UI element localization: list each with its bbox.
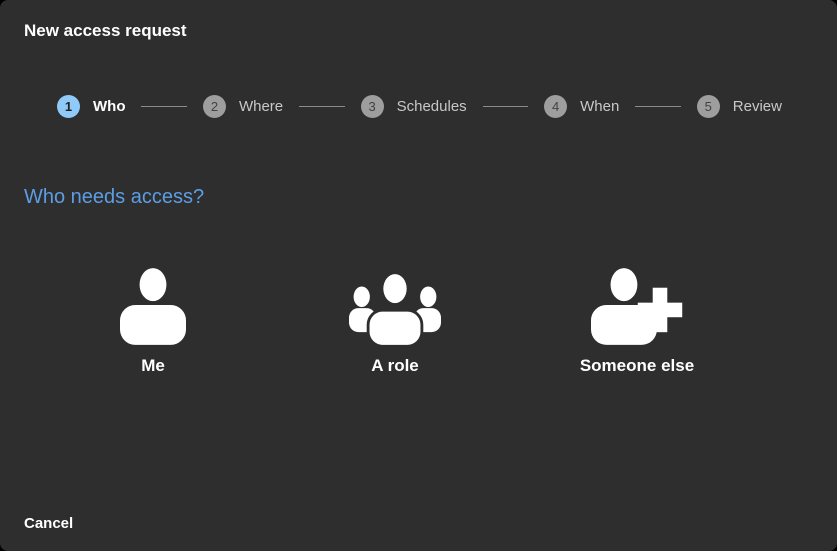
step-number-badge: 1 [57,95,80,118]
step-who[interactable]: 1 Who [57,95,125,118]
option-label: Me [141,356,165,375]
step-review[interactable]: 5 Review [696,95,782,118]
step-number-badge: 5 [696,95,720,118]
step-label: When [580,98,620,115]
step-number-badge: 4 [544,95,568,118]
access-options: Me A role [53,268,813,377]
step-connector [141,106,187,107]
group-icon [349,268,441,345]
person-icon [120,268,186,345]
wizard-stepper: 1 Who 2 Where 3 Schedules 4 When 5 Revie… [57,95,782,118]
step-label: Review [732,98,782,115]
option-label: Someone else [579,356,695,375]
person-add-icon [591,268,683,345]
step-connector [635,106,681,107]
step-when[interactable]: 4 When [544,95,619,118]
step-label: Who [93,98,126,115]
step-label: Schedules [396,98,467,115]
option-label: A role [371,356,419,375]
dialog-title: New access request [24,21,187,40]
option-a-role[interactable]: A role [295,268,495,377]
question-heading: Who needs access? [24,186,205,208]
step-where[interactable]: 2 Where [202,95,284,118]
step-number-badge: 3 [360,95,384,118]
cancel-button[interactable]: Cancel [24,515,74,532]
step-schedules[interactable]: 3 Schedules [360,95,467,118]
dialog-footer: Cancel [24,515,813,533]
step-connector [299,106,345,107]
step-connector [482,106,529,107]
step-number-badge: 2 [202,95,226,118]
option-someone-else[interactable]: Someone else [537,268,737,377]
option-me[interactable]: Me [53,268,253,377]
step-label: Where [238,98,284,115]
